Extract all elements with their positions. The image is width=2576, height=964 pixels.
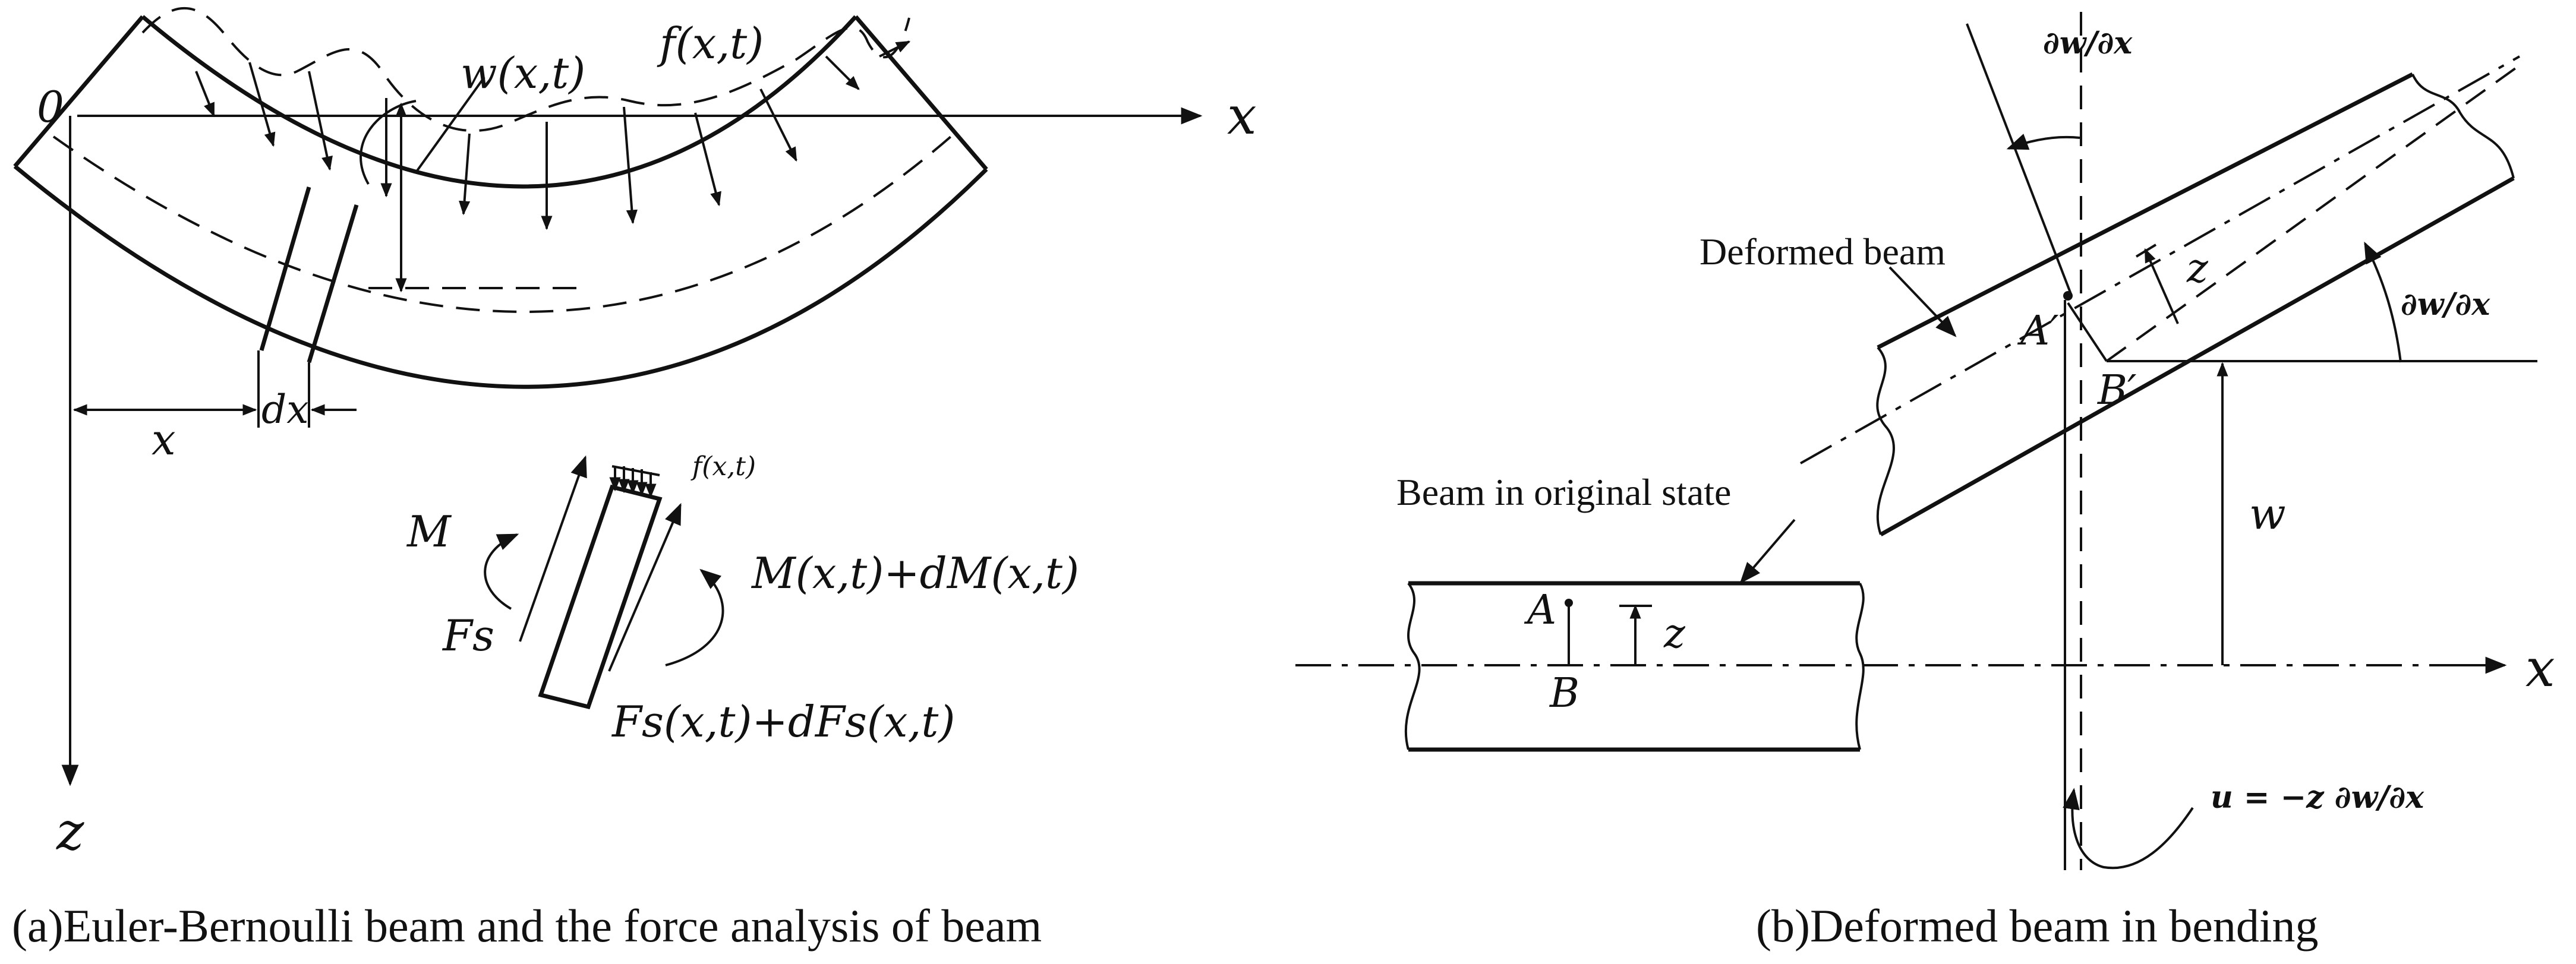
shear-left-label: Fs: [442, 611, 494, 660]
z-axis-label-a: z: [56, 801, 84, 862]
point-b-prime-label: B′: [2096, 367, 2137, 414]
displacement-leader: [2063, 788, 2194, 870]
panel-a: 0 x z w(x,t) f(x,t) x dx f(x,t) M M(x,t)…: [12, 7, 1257, 952]
dimension-lines: [72, 350, 357, 428]
deflection-marker: [360, 76, 588, 293]
w-label: w: [2249, 489, 2286, 539]
x-axis-label-b: x: [2525, 637, 2555, 698]
element-load-label: f(x,t): [690, 451, 756, 482]
load-curve: [141, 7, 910, 132]
load-arrows: [195, 40, 911, 230]
caption-b: (b)Deformed beam in bending: [1756, 900, 2319, 952]
point-b-label: B: [1549, 670, 1579, 717]
original-beam-label: Beam in original state: [1396, 471, 1731, 513]
neutral-axis-curve: [52, 135, 952, 313]
moment-left-label: M: [406, 507, 452, 557]
original-beam: [1404, 581, 1865, 752]
panel-b: x Deformed beam Beam in original state ∂…: [1295, 12, 2555, 952]
shear-right-label: Fs(x,t)+dFs(x,t): [611, 697, 955, 747]
slope-angles: [1966, 23, 2402, 363]
deformed-beam: [1565, 55, 2537, 665]
caption-a: (a)Euler-Bernoulli beam and the force an…: [12, 900, 1042, 952]
deformed-leader: [1888, 266, 1957, 337]
load-label: f(x,t): [657, 18, 764, 68]
displacement-label: u = −z ∂w/∂x: [2211, 779, 2424, 816]
deformed-beam-label: Deformed beam: [1700, 230, 1946, 273]
moment-right-label: M(x,t)+dM(x,t): [751, 548, 1079, 598]
origin-label: 0: [37, 82, 64, 132]
position-label: x: [152, 415, 176, 464]
free-body-element: [484, 455, 724, 710]
original-leader: [1739, 519, 1796, 584]
element-label: dx: [261, 387, 308, 432]
beam-element-strip: [259, 187, 359, 364]
point-a-prime-label: A′: [2017, 308, 2059, 355]
slope-label-right: ∂w/∂x: [2401, 286, 2490, 323]
x-axis-label-a: x: [1227, 85, 1257, 146]
z-label-deformed: z: [2186, 245, 2209, 292]
point-a-label: A: [1524, 587, 1556, 634]
deflection-label: w(x,t): [461, 48, 585, 98]
deformed-neutral-axis: [1800, 55, 2520, 464]
slope-label-top: ∂w/∂x: [2043, 25, 2133, 61]
z-label-original: z: [1663, 611, 1686, 658]
